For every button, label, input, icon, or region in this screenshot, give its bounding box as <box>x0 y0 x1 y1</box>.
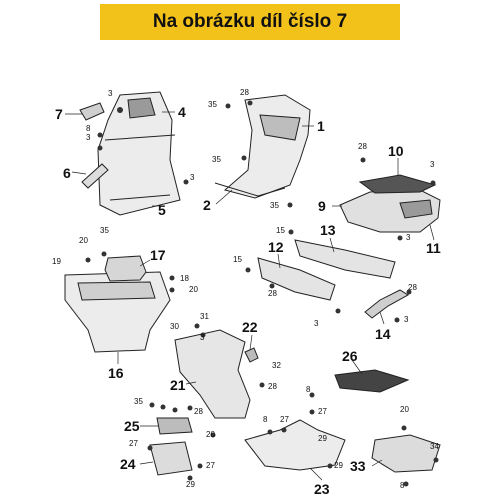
hardware-callouts: 3 8 3 35 28 35 35 3 28 3 3 15 15 28 3 3 … <box>52 88 439 490</box>
callout-25: 25 <box>124 418 140 434</box>
hw-28-d: 28 <box>408 283 417 292</box>
hw-8-a: 8 <box>86 124 91 133</box>
hw-3-g: 3 <box>404 315 409 324</box>
part-callouts: 1 2 4 5 6 7 9 10 11 12 13 14 16 17 21 22… <box>55 104 441 497</box>
part-24-battery-box <box>149 441 193 476</box>
callout-26: 26 <box>342 348 358 364</box>
part-12-side-panel <box>257 257 336 301</box>
part-10-tail-piece <box>358 174 437 194</box>
hw-27-d: 27 <box>280 415 289 424</box>
callout-23: 23 <box>314 481 330 497</box>
callout-21: 21 <box>170 377 186 393</box>
hw-35-c: 35 <box>270 201 279 210</box>
part-4-inner-shield <box>97 91 181 216</box>
hw-29-c: 29 <box>334 461 343 470</box>
hw-8-c: 8 <box>263 415 268 424</box>
callout-11: 11 <box>426 240 441 256</box>
hw-3-a: 3 <box>108 89 113 98</box>
header-banner: Na obrázku díl číslo 7 <box>100 4 400 40</box>
hw-35-e: 35 <box>134 397 143 406</box>
part-1-front-cover <box>223 94 311 199</box>
part-22-clip <box>244 347 259 363</box>
hw-3-f: 3 <box>314 319 319 328</box>
hw-27-a: 27 <box>129 439 138 448</box>
callout-9: 9 <box>318 198 326 214</box>
hw-29-a: 29 <box>186 480 195 489</box>
hw-35-d: 35 <box>100 226 109 235</box>
part-33-under-tray <box>371 434 441 473</box>
callout-24: 24 <box>120 456 136 472</box>
part-26-floor-mat <box>334 369 410 393</box>
callout-10: 10 <box>388 143 404 159</box>
hw-15-b: 15 <box>233 255 242 264</box>
hw-29-b: 29 <box>318 434 327 443</box>
part-17-cap <box>104 255 147 282</box>
hw-8-b: 8 <box>306 385 311 394</box>
hw-35-a: 35 <box>208 100 217 109</box>
hw-27-b: 27 <box>206 461 215 470</box>
header-caption: Na obrázku díl číslo 7 <box>152 11 348 32</box>
callout-4: 4 <box>178 104 186 120</box>
callout-14: 14 <box>375 326 391 342</box>
hw-8-d: 8 <box>400 481 405 490</box>
screws <box>85 100 439 487</box>
callout-1: 1 <box>317 118 325 134</box>
part-14-rail <box>364 289 409 319</box>
hw-28-e: 28 <box>268 382 277 391</box>
hw-3-b: 3 <box>86 133 91 142</box>
hw-20-c: 20 <box>206 430 215 439</box>
callout-33: 33 <box>350 458 366 474</box>
hw-20-d: 20 <box>400 405 409 414</box>
callout-2: 2 <box>203 197 211 213</box>
hw-31: 31 <box>200 312 209 321</box>
part-21-center-panel <box>174 329 251 419</box>
hw-34: 34 <box>430 442 439 451</box>
callout-16: 16 <box>108 365 124 381</box>
hw-30: 30 <box>170 322 179 331</box>
hw-28-b: 28 <box>358 142 367 151</box>
hw-32: 32 <box>272 361 281 370</box>
hw-28-a: 28 <box>240 88 249 97</box>
hw-3-h: 3 <box>200 333 205 342</box>
leader-lines <box>65 111 435 481</box>
part-13-side-panel <box>294 239 396 279</box>
part-23-floor-panel <box>244 419 346 471</box>
part-7-clip <box>79 102 105 121</box>
part-6-strip <box>81 163 109 189</box>
hw-18: 18 <box>180 274 189 283</box>
callout-13: 13 <box>320 222 336 238</box>
hw-27-c: 27 <box>318 407 327 416</box>
hw-3-e: 3 <box>406 233 411 242</box>
callout-22: 22 <box>242 319 258 335</box>
hw-3-d: 3 <box>430 160 435 169</box>
callout-6: 6 <box>63 165 71 181</box>
hw-28-c: 28 <box>268 289 277 298</box>
hw-3-c: 3 <box>190 173 195 182</box>
hw-28-f: 28 <box>194 407 203 416</box>
callout-17: 17 <box>150 247 166 263</box>
hw-19: 19 <box>52 257 61 266</box>
callout-12: 12 <box>268 239 284 255</box>
part-25-cover-plate <box>156 417 193 435</box>
hw-35-b: 35 <box>212 155 221 164</box>
callout-5: 5 <box>158 202 166 218</box>
hw-20-b: 20 <box>189 285 198 294</box>
hw-20-a: 20 <box>79 236 88 245</box>
callout-7: 7 <box>55 106 63 122</box>
hw-15-a: 15 <box>276 226 285 235</box>
